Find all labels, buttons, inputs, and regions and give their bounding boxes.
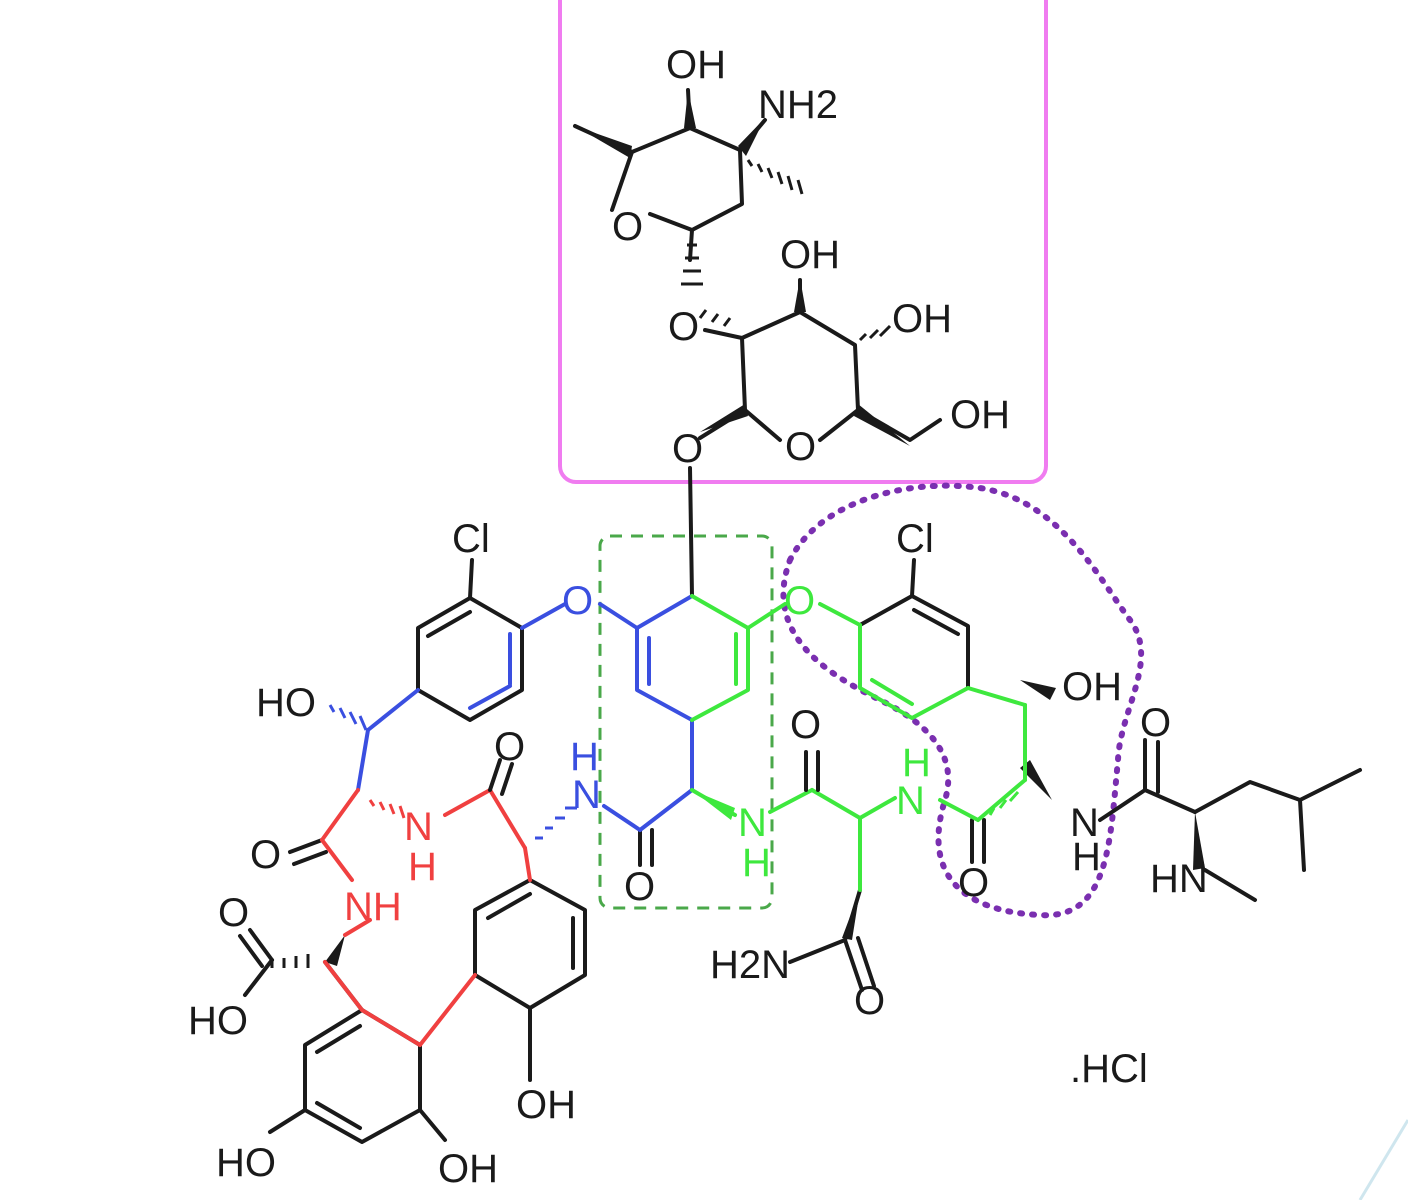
red-hashes xyxy=(368,799,406,819)
label-o-link: O xyxy=(668,305,699,349)
label-h-right: H xyxy=(1072,835,1101,879)
label-o-anomeric: O xyxy=(672,427,703,471)
label-cl-left: Cl xyxy=(452,517,490,561)
label-oh-glc-top: OH xyxy=(780,233,840,277)
label-oh-right: OH xyxy=(1062,665,1122,709)
blue-hashes xyxy=(328,704,368,731)
label-h-green-top: H xyxy=(902,741,931,785)
stereo-hashes-black xyxy=(270,159,892,968)
label-o-ring-glc: O xyxy=(785,425,816,469)
label-oh-glc-right: OH xyxy=(892,297,952,341)
green-carbonyl xyxy=(804,750,820,792)
label-oh-sugar2-top: OH xyxy=(666,43,726,87)
label-ho-bottom-left: HO xyxy=(216,1141,276,1185)
label-o-carbonyl-right: O xyxy=(958,861,989,905)
label-o-amide-top2: O xyxy=(790,703,821,747)
label-n-amide-top: N xyxy=(572,773,601,817)
label-h-amide-red: H xyxy=(408,845,437,889)
label-o-carbonyl-mid: O xyxy=(624,865,655,909)
label-o-carbonyl-left: O xyxy=(250,833,281,877)
blue-bonds xyxy=(356,594,694,832)
label-o-asn: O xyxy=(854,979,885,1023)
label-o-ether-right: O xyxy=(784,579,815,623)
green-hashes xyxy=(988,791,1020,816)
label-oh-bottom: OH xyxy=(438,1147,498,1191)
label-oh-glc-ch2: OH xyxy=(950,393,1010,437)
label-n-green-top: N xyxy=(896,779,925,823)
red-carbonyl xyxy=(488,758,514,796)
label-o-ether-left: O xyxy=(562,579,593,623)
atom-labels: OH NH2 O O OH OH OH O O Cl O O Cl HO OH … xyxy=(188,43,1208,1191)
stereo-marks-black xyxy=(325,90,1205,966)
label-hcl: .HCl xyxy=(1070,1047,1148,1091)
label-h2n-asn: H2N xyxy=(710,943,790,987)
label-cl-right: Cl xyxy=(896,517,934,561)
sugar-highlight-box xyxy=(558,0,1048,484)
green-stereo xyxy=(692,790,735,820)
label-o-leu: O xyxy=(1140,701,1171,745)
label-hn-methyl: HN xyxy=(1150,857,1208,901)
label-n-green-mid: N xyxy=(738,801,767,845)
label-h-amide-top: H xyxy=(570,735,599,779)
blue-hash-amide xyxy=(535,806,577,840)
label-h-green-mid: H xyxy=(742,841,771,885)
label-oh-bottom-mid: OH xyxy=(516,1083,576,1127)
label-ho-left: HO xyxy=(256,681,316,725)
central-ring-dashed-box xyxy=(598,534,774,910)
label-o-ring-sugar2: O xyxy=(612,205,643,249)
corner-decoration xyxy=(1358,1119,1408,1200)
red-bonds xyxy=(320,788,532,1047)
label-n-right: N xyxy=(1070,801,1099,845)
green-bonds xyxy=(690,594,1027,892)
label-o-acid: O xyxy=(218,891,249,935)
label-ho-acid: HO xyxy=(188,999,248,1043)
label-o-amide-1: O xyxy=(494,725,525,769)
label-nh-red: NH xyxy=(344,885,402,929)
label-nh2-sugar2: NH2 xyxy=(758,83,838,127)
label-n-amide-red: N xyxy=(404,805,433,849)
